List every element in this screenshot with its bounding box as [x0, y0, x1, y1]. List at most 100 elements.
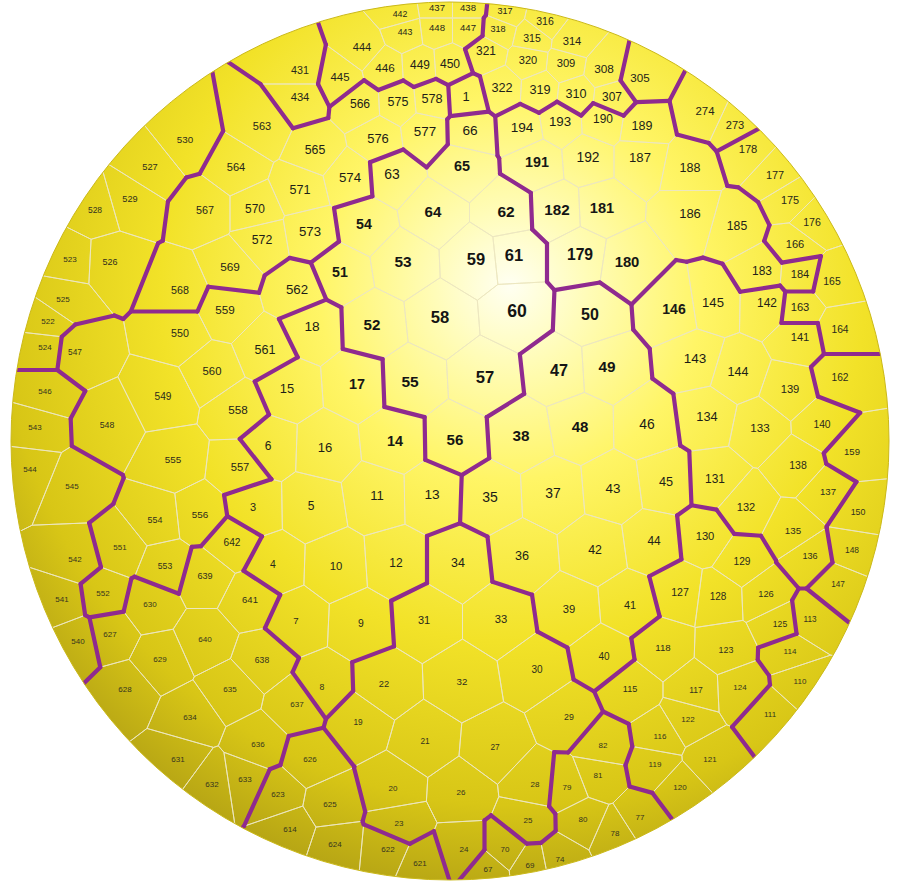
region-boundary [625, 765, 629, 786]
region-boundary [364, 80, 378, 90]
region-boundary [818, 397, 860, 413]
cell-border [487, 518, 559, 595]
region-boundary [403, 80, 414, 86]
region-boundary [350, 662, 355, 691]
callout-number: 547 [68, 348, 82, 356]
callout-number: 633 [238, 776, 251, 784]
callout-number: 315 [523, 33, 541, 44]
region-boundary [384, 407, 424, 417]
cell-border [224, 479, 282, 536]
callout-number: 193 [549, 115, 571, 128]
callout-number: 552 [96, 590, 109, 598]
callout-number: 138 [789, 460, 807, 471]
callout-number: 540 [71, 638, 84, 646]
cell-border [818, 295, 900, 354]
callout-number: 544 [23, 466, 36, 474]
region-boundary [495, 104, 520, 116]
region-boundary [265, 628, 299, 658]
cell-border [621, 0, 723, 102]
region-boundary [265, 595, 280, 628]
cell-border [129, 629, 194, 696]
region-boundary [487, 417, 489, 458]
callout-number: 623 [271, 791, 284, 799]
callout-number: 65 [454, 159, 470, 173]
callout-number: 545 [65, 483, 78, 491]
region-boundary [168, 177, 186, 201]
cell-border [541, 831, 604, 882]
callout-number: 66 [462, 124, 477, 138]
region-boundary [758, 660, 769, 676]
callout-number: 159 [844, 447, 860, 457]
callout-number: 32 [457, 677, 468, 687]
region-boundary [631, 305, 633, 330]
region-boundary [89, 612, 123, 618]
callout-number: 574 [339, 171, 361, 184]
region-boundary [649, 559, 681, 576]
callout-number: 11 [370, 489, 384, 502]
callout-number: 450 [440, 58, 460, 70]
cell-border [631, 260, 697, 349]
cell-border [495, 104, 543, 158]
cell-border [448, 73, 489, 116]
callout-number: 191 [525, 155, 549, 169]
region-boundary [255, 357, 298, 381]
cell-border [425, 399, 490, 476]
callout-number: 55 [401, 374, 418, 390]
region-boundary [553, 290, 555, 330]
cell-border [197, 287, 264, 344]
cell-border [131, 241, 209, 312]
region-boundary [0, 667, 100, 765]
callout-number: 318 [490, 25, 505, 34]
callout-number: 52 [364, 317, 381, 332]
region-boundary [279, 300, 326, 319]
region-boundary [539, 102, 557, 113]
callout-number: 522 [41, 318, 54, 326]
region-boundary [197, 287, 208, 312]
cell-border [57, 316, 129, 391]
callout-number: 448 [429, 23, 445, 33]
region-boundary [669, 101, 676, 135]
cell-border [739, 286, 785, 342]
region-boundary [403, 150, 426, 168]
cell-border [118, 354, 200, 432]
cell-border [231, 628, 299, 694]
cell-border [509, 843, 549, 882]
callout-number: 185 [727, 220, 747, 232]
callout-number: 309 [557, 58, 576, 69]
callout-number: 189 [632, 120, 653, 133]
cell-border [0, 615, 100, 765]
cell-border [283, 205, 339, 263]
region-boundary [781, 292, 785, 324]
callout-number: 565 [305, 144, 326, 156]
cell-border [584, 0, 639, 88]
region-boundary [208, 833, 236, 882]
cell-border [573, 756, 630, 804]
region-boundary [825, 524, 829, 529]
region-boundary [89, 523, 101, 567]
region-boundary [341, 307, 342, 349]
callout-number: 37 [545, 487, 560, 501]
callout-number: 51 [332, 265, 348, 279]
callout-number: 120 [673, 784, 686, 792]
cell-border [323, 146, 372, 208]
region-boundary [236, 826, 244, 833]
cell-border [261, 672, 326, 736]
callout-number: 147 [831, 581, 845, 589]
callout-number: 561 [254, 344, 275, 357]
region-boundary [691, 505, 716, 509]
region-boundary [326, 691, 353, 719]
region-boundary [761, 536, 776, 561]
callout-number: 559 [215, 304, 235, 316]
cell-border [244, 765, 306, 826]
callout-number: 31 [418, 615, 430, 626]
callout-number: 39 [563, 604, 575, 615]
callout-number: 164 [831, 325, 848, 335]
callout-number: 129 [734, 557, 751, 567]
region-boundary [497, 158, 502, 173]
callout-number: 30 [531, 665, 542, 675]
callout-number: 24 [460, 846, 469, 854]
callout-number: 563 [253, 121, 271, 132]
region-boundary [89, 504, 113, 523]
region-boundary [460, 523, 487, 536]
region-boundary [131, 309, 198, 313]
